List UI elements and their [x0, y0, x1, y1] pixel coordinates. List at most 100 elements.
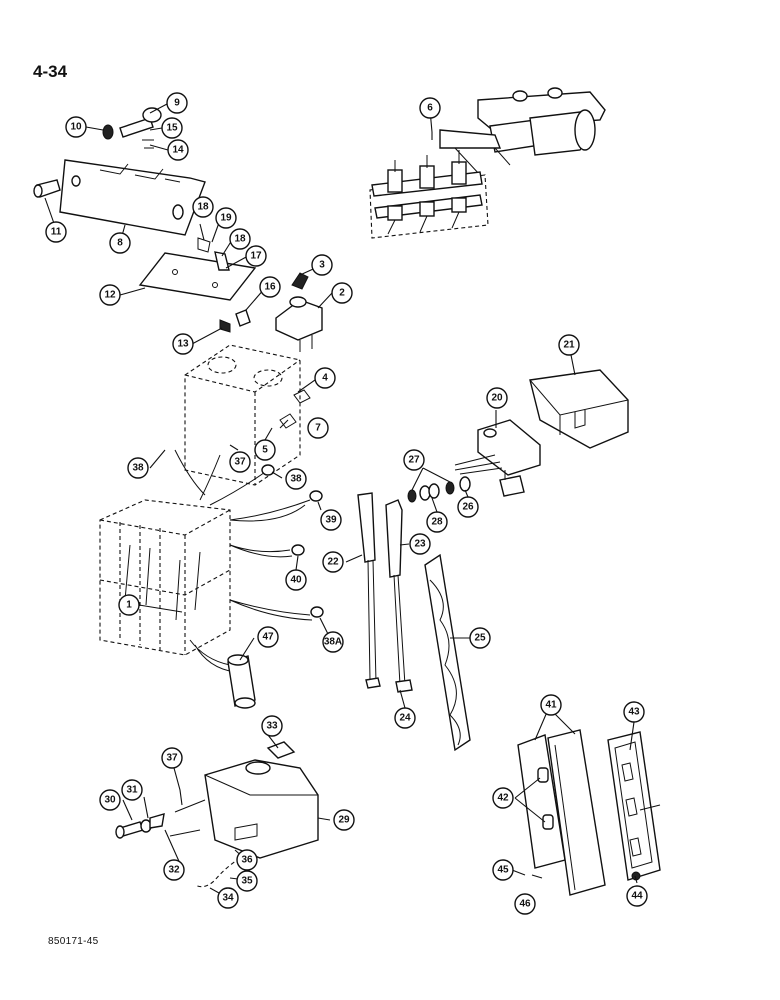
- callout-44: 44: [626, 885, 648, 907]
- callout-16: 16: [259, 276, 281, 298]
- svg-text:14: 14: [172, 145, 184, 156]
- wiper-motor-cover: [529, 369, 629, 449]
- svg-text:40: 40: [290, 575, 302, 586]
- svg-text:31: 31: [126, 785, 138, 796]
- fuse-panel: [99, 499, 231, 656]
- washer-reservoir: [169, 741, 319, 888]
- callout-1: 1: [118, 594, 140, 616]
- callout-25: 25: [469, 627, 491, 649]
- svg-text:28: 28: [431, 517, 443, 528]
- callout-8: 8: [109, 232, 131, 254]
- callout-18b: 18: [229, 228, 251, 250]
- callout-27: 27: [403, 449, 425, 471]
- svg-text:38A: 38A: [324, 637, 342, 648]
- svg-text:33: 33: [266, 721, 278, 732]
- callout-4: 4: [314, 367, 336, 389]
- wiper-blade: [424, 553, 471, 752]
- callout-24: 24: [394, 707, 416, 729]
- svg-text:35: 35: [241, 876, 253, 887]
- key-switch: [275, 272, 323, 352]
- svg-text:15: 15: [166, 123, 178, 134]
- svg-text:10: 10: [70, 122, 82, 133]
- callout-29: 29: [333, 809, 355, 831]
- svg-text:6: 6: [427, 103, 433, 114]
- wiper-motor: [454, 419, 541, 497]
- callout-47: 47: [257, 626, 279, 648]
- callout-7: 7: [307, 417, 329, 439]
- svg-text:32: 32: [168, 865, 180, 876]
- callout-6: 6: [419, 97, 441, 119]
- svg-text:24: 24: [399, 713, 411, 724]
- svg-text:38: 38: [290, 474, 302, 485]
- svg-text:5: 5: [262, 445, 268, 456]
- callout-2: 2: [331, 282, 353, 304]
- callout-38A: 38A: [322, 631, 344, 653]
- wiper-motor-assembly: [369, 87, 606, 239]
- svg-text:42: 42: [497, 793, 509, 804]
- callout-36: 36: [236, 849, 258, 871]
- svg-text:11: 11: [51, 227, 62, 238]
- svg-text:12: 12: [104, 290, 116, 301]
- svg-text:13: 13: [177, 339, 189, 350]
- callout-15: 15: [161, 117, 183, 139]
- svg-text:25: 25: [474, 633, 486, 644]
- washer-pump: [227, 654, 256, 709]
- callout-38b: 38: [285, 468, 307, 490]
- svg-text:21: 21: [563, 340, 575, 351]
- dome-light-assembly: [517, 729, 661, 896]
- svg-text:9: 9: [174, 98, 180, 109]
- callout-34: 34: [217, 887, 239, 909]
- console-housing-outline: [184, 344, 311, 486]
- callout-37a: 37: [229, 451, 251, 473]
- callout-12: 12: [99, 284, 121, 306]
- callout-23: 23: [409, 533, 431, 555]
- svg-text:27: 27: [408, 455, 420, 466]
- svg-text:16: 16: [264, 282, 276, 293]
- callout-11: 11: [45, 221, 67, 243]
- callout-38a: 38: [127, 457, 149, 479]
- callout-21: 21: [558, 334, 580, 356]
- svg-text:36: 36: [241, 855, 253, 866]
- svg-text:4: 4: [322, 373, 328, 384]
- callout-32: 32: [163, 859, 185, 881]
- svg-text:39: 39: [325, 515, 337, 526]
- switch-bracket-assembly: [33, 107, 206, 236]
- svg-text:1: 1: [126, 600, 132, 611]
- svg-text:3: 3: [319, 260, 325, 271]
- svg-text:34: 34: [222, 893, 234, 904]
- callout-40: 40: [285, 569, 307, 591]
- callout-26: 26: [457, 496, 479, 518]
- svg-text:37: 37: [166, 753, 178, 764]
- callout-45: 45: [492, 859, 514, 881]
- svg-text:26: 26: [462, 502, 474, 513]
- callout-37b: 37: [161, 747, 183, 769]
- callout-30: 30: [99, 789, 121, 811]
- callout-42: 42: [492, 787, 514, 809]
- callout-33: 33: [261, 715, 283, 737]
- callout-19: 19: [215, 207, 237, 229]
- callout-22: 22: [322, 551, 344, 573]
- wiper-arms: [357, 492, 413, 693]
- callout-10: 10: [65, 116, 87, 138]
- washer-tubes: [174, 449, 324, 673]
- svg-text:18: 18: [197, 202, 209, 213]
- callout-9: 9: [166, 92, 188, 114]
- svg-text:19: 19: [220, 213, 232, 224]
- callout-5: 5: [254, 439, 276, 461]
- callout-13: 13: [172, 333, 194, 355]
- callout-3: 3: [311, 254, 333, 276]
- svg-text:29: 29: [338, 815, 350, 826]
- callout-17: 17: [245, 245, 267, 267]
- svg-text:8: 8: [117, 238, 123, 249]
- svg-text:47: 47: [262, 632, 274, 643]
- callout-35: 35: [236, 870, 258, 892]
- wiper-spacers: [407, 476, 471, 503]
- washer-mounting-hardware: [115, 813, 165, 839]
- svg-text:23: 23: [414, 539, 426, 550]
- svg-text:20: 20: [491, 393, 503, 404]
- callout-43: 43: [623, 701, 645, 723]
- svg-text:41: 41: [545, 700, 557, 711]
- mounting-plate: [138, 237, 257, 333]
- page-number: 4-34: [33, 62, 68, 81]
